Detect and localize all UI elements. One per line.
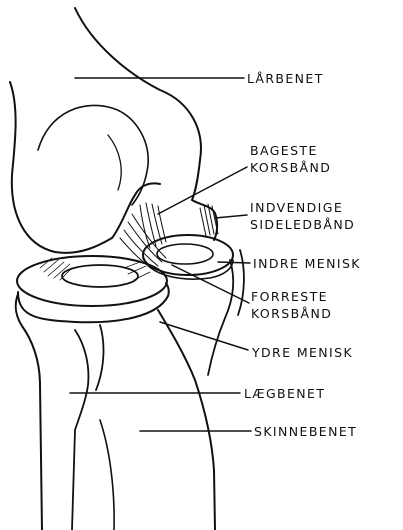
labels: LÅRBENET BAGESTE KORSBÅND INDVENDIGE SID… — [244, 71, 361, 439]
label-lateral-meniscus: YDRE MENISK — [251, 345, 353, 360]
medial-collateral-ligament — [200, 204, 218, 236]
leader-posterior-cruciate — [158, 167, 247, 214]
label-medial-collateral-line1: INDVENDIGE — [250, 200, 343, 215]
label-posterior-cruciate-line2: KORSBÅND — [250, 160, 331, 175]
label-tibia: SKINNEBENET — [254, 424, 357, 439]
label-anterior-cruciate-line1: FORRESTE — [251, 289, 328, 304]
label-femur: LÅRBENET — [247, 71, 324, 86]
lateral-meniscus — [17, 256, 167, 306]
label-medial-collateral-line2: SIDELEDBÅND — [250, 217, 355, 232]
leader-lines — [70, 78, 251, 431]
leader-medial-collateral — [215, 215, 247, 218]
posterior-cruciate-ligament — [140, 203, 166, 248]
label-posterior-cruciate-line1: BAGESTE — [250, 143, 318, 158]
leader-medial-meniscus — [218, 262, 250, 263]
leader-anterior-cruciate — [172, 265, 249, 303]
label-fibula: LÆGBENET — [244, 386, 325, 401]
femur-bone — [10, 8, 217, 253]
label-anterior-cruciate-line2: KORSBÅND — [251, 306, 332, 321]
label-medial-meniscus: INDRE MENISK — [253, 256, 361, 271]
tibia-bone — [16, 283, 215, 530]
